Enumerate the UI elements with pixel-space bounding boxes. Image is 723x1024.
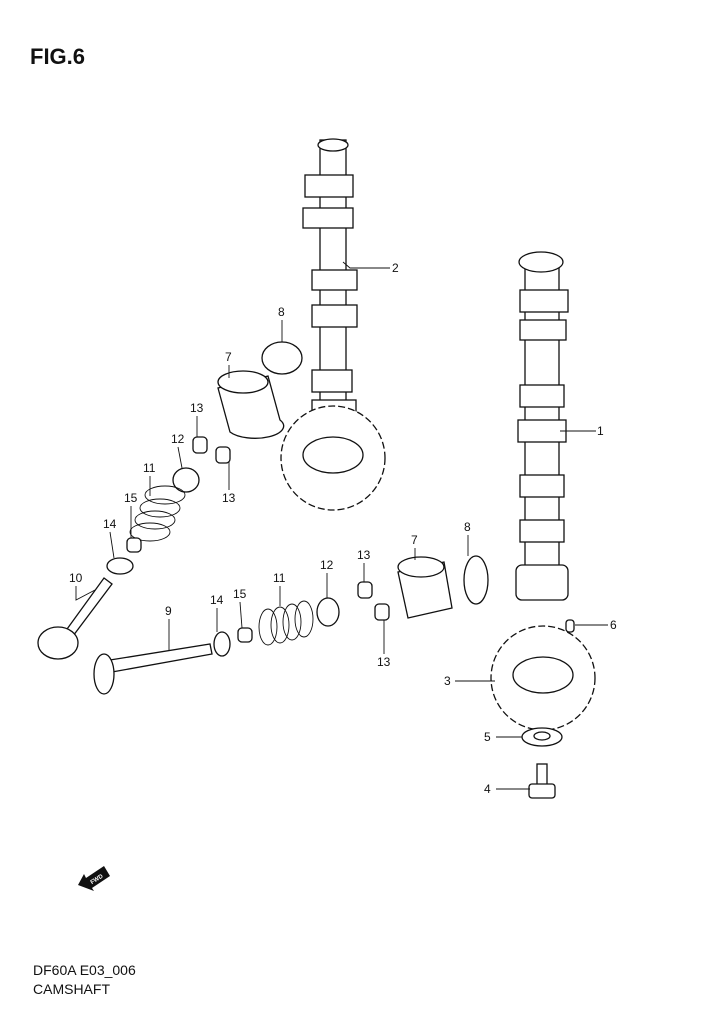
callout-12: 12 [320,558,334,572]
part-sprocket [490,625,596,731]
sprocket-integrated [280,405,386,511]
callout-8: 8 [464,520,471,534]
callout-13: 13 [190,401,204,415]
callout-7: 7 [411,533,418,547]
callout-13: 13 [357,548,371,562]
model-code: DF60A E03_006 [33,962,136,978]
callout-12: 12 [171,432,185,446]
callout-14: 14 [210,593,224,607]
part-spring-seat [213,631,231,657]
part-camshaft-exhaust [280,138,386,511]
callout-5: 5 [484,730,491,744]
leader-lines [75,261,608,790]
part-shim [463,555,489,605]
part-spring-seat [106,557,134,575]
callout-4: 4 [484,782,491,796]
part-retainer [172,467,200,493]
part-cotter [215,446,231,464]
part-cotter [357,581,373,599]
callout-2: 2 [392,261,399,275]
callout-11: 11 [143,461,156,475]
part-camshaft-intake [515,251,569,601]
part-washer [521,727,563,747]
callout-1: 1 [597,424,604,438]
part-tappet [217,370,285,439]
part-valve-exhaust [37,577,113,660]
part-valve-spring [129,485,186,542]
fwd-arrow-icon: FWD [78,866,110,891]
callout-11: 11 [273,571,286,585]
callout-3: 3 [444,674,451,688]
part-shim [261,341,303,375]
callout-15: 15 [124,491,138,505]
part-valve-intake [93,643,213,695]
callout-15: 15 [233,587,247,601]
part-tappet [397,556,453,619]
part-pin [565,619,575,633]
callout-8: 8 [278,305,285,319]
callout-6: 6 [610,618,617,632]
part-stem-seal [126,537,142,553]
callout-14: 14 [103,517,117,531]
callout-13: 13 [222,491,236,505]
part-bolt [528,763,556,799]
part-valve-spring [258,600,314,646]
callout-7: 7 [225,350,232,364]
callout-13: 13 [377,655,391,669]
section-name: CAMSHAFT [33,981,110,997]
callout-9: 9 [165,604,172,618]
part-cotter [374,603,390,621]
figure-title: FIG.6 [30,44,86,69]
part-stem-seal [237,627,253,643]
part-cotter [192,436,208,454]
callout-10: 10 [69,571,83,585]
part-retainer [316,597,340,627]
